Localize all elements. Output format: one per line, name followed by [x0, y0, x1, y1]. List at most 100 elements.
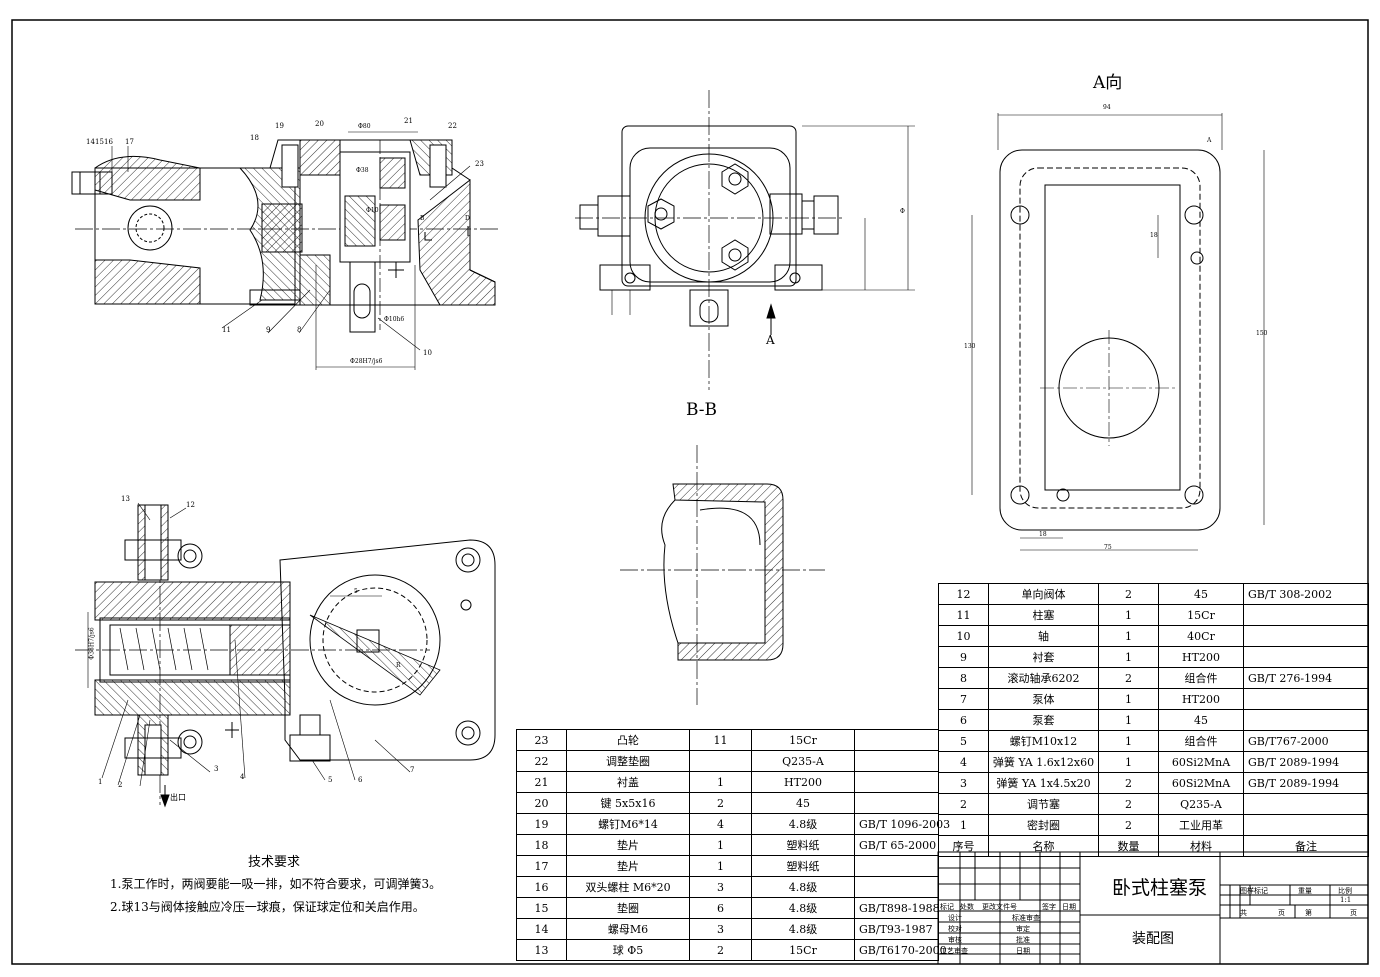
bom-no: 5	[938, 730, 989, 752]
dim-text: 75	[1104, 544, 1112, 551]
bom-qty: 2	[689, 792, 752, 814]
balloon: 1	[98, 778, 103, 786]
balloon: 21	[404, 117, 413, 125]
bom-qty: 4	[689, 813, 752, 835]
bom-qty: 2	[1098, 793, 1159, 815]
sheet-border	[11, 19, 1369, 965]
bom-name: 球 Φ5	[566, 939, 690, 961]
bom-note: GB/T 2089-1994	[1243, 772, 1369, 794]
bom-material: 塑料纸	[751, 834, 855, 856]
scale-value: 1:1	[1340, 896, 1352, 904]
bottom-section-view	[75, 502, 496, 808]
bom-material: 4.8级	[751, 813, 855, 835]
bom-no: 17	[516, 855, 567, 877]
bom-note	[854, 729, 939, 751]
bom-no: 11	[938, 604, 989, 626]
bb-section	[620, 445, 825, 705]
balloon: 17	[125, 138, 134, 146]
section-mark-b: B	[420, 215, 425, 222]
bom-material: 组合件	[1158, 730, 1244, 752]
page-label: 页	[1350, 909, 1357, 917]
bom-no: 23	[516, 729, 567, 751]
bom-no: 16	[516, 876, 567, 898]
bom-name: 键 5x5x16	[566, 792, 690, 814]
bom-no: 2	[938, 793, 989, 815]
bom-name: 泵套	[988, 709, 1099, 731]
bom-note	[1243, 793, 1369, 815]
bom-material: HT200	[751, 771, 855, 793]
bom-no: 8	[938, 667, 989, 689]
bom-note: GB/T 2089-1994	[1243, 751, 1369, 773]
bom-material: HT200	[1158, 688, 1244, 710]
dim-text: R	[396, 662, 401, 669]
header-qty: 数量	[1098, 835, 1159, 857]
dim-text: 5	[354, 588, 358, 595]
bom-header-row: 序号 名称 数量 材料 备注	[938, 835, 1369, 857]
bom-qty: 1	[689, 834, 752, 856]
bom-qty: 2	[1098, 814, 1159, 836]
bom-no: 9	[938, 646, 989, 668]
bom-name: 衬盖	[566, 771, 690, 793]
bom-name: 泵体	[988, 688, 1099, 710]
bom-qty: 1	[689, 855, 752, 877]
bom-no: 13	[516, 939, 567, 961]
balloon: 3	[214, 765, 219, 773]
bb-view-title: B-B	[686, 400, 718, 420]
a-view-title: A向	[1093, 73, 1123, 93]
bom-material: 45	[1158, 709, 1244, 731]
bom-note: GB/T6170-2000	[854, 939, 947, 961]
bom-no: 14	[516, 918, 567, 940]
bom-material: 40Cr	[1158, 625, 1244, 647]
balloon: 16	[104, 138, 113, 146]
bom-name: 凸轮	[566, 729, 690, 751]
bom-note	[1243, 688, 1369, 710]
dim-text: Φ80	[358, 123, 371, 130]
balloon: 14	[86, 138, 95, 146]
dim-text: Φ28H7/js6	[350, 358, 383, 365]
scale-label: 比例	[1338, 887, 1352, 895]
bom-qty: 3	[689, 876, 752, 898]
bom-name: 双头螺柱 M6*20	[566, 876, 690, 898]
balloon: 12	[186, 501, 195, 509]
balloon: 2	[118, 781, 123, 789]
side-view	[575, 90, 915, 390]
bom-note: GB/T 308-2002	[1243, 583, 1369, 605]
bom-material: Q235-A	[1158, 793, 1244, 815]
bom-name: 螺母M6	[566, 918, 690, 940]
section-mark-d: D	[465, 215, 470, 222]
bom-note	[854, 750, 939, 772]
total-label: 共	[1240, 909, 1247, 917]
bom-qty: 2	[1098, 583, 1159, 605]
bom-note	[854, 855, 939, 877]
dim-text: Φ	[900, 208, 905, 215]
bom-qty: 2	[689, 939, 752, 961]
balloon: 13	[121, 495, 130, 503]
header-name: 名称	[988, 835, 1099, 857]
bom-material: 工业用革	[1158, 814, 1244, 836]
rev-label: 标记	[940, 903, 954, 911]
stage-mark-label: 图样标记	[1240, 887, 1268, 895]
bom-qty: 1	[1098, 604, 1159, 626]
header-note: 备注	[1243, 835, 1369, 857]
bom-name: 弹簧 YA 1.6x12x60	[988, 751, 1099, 773]
bom-qty: 3	[689, 918, 752, 940]
notes-line: 2.球13与阀体接触应冷压一球痕，保证球定位和关启作用。	[110, 900, 425, 914]
balloon: 7	[410, 766, 415, 774]
bom-name: 垫圈	[566, 897, 690, 919]
balloon: 5	[328, 776, 333, 784]
rev-label: 签字	[1042, 903, 1056, 911]
drawing-name: 卧式柱塞泵	[1112, 877, 1208, 899]
bom-material: 15Cr	[1158, 604, 1244, 626]
bom-qty: 1	[1098, 751, 1159, 773]
